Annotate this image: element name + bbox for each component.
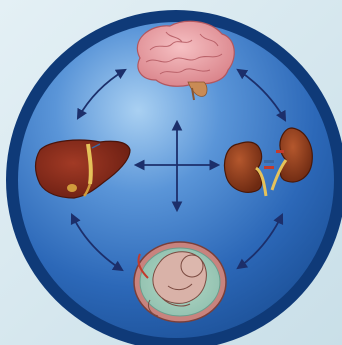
fetus-in-womb-icon <box>134 242 226 322</box>
